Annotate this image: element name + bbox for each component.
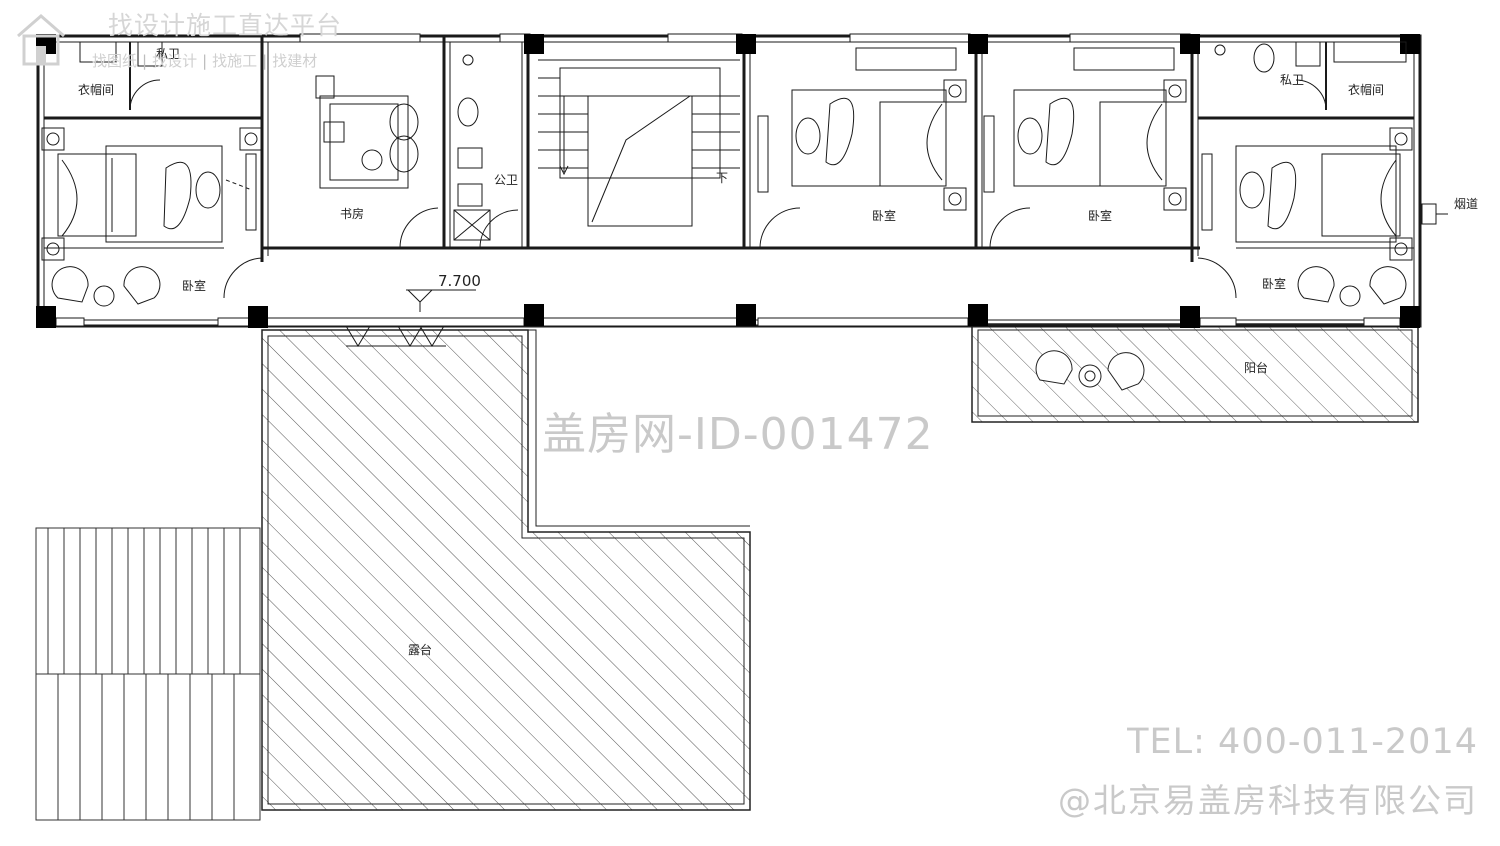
label-study: 书房 (340, 206, 364, 221)
company-watermark: @北京易盖房科技有限公司 (1058, 781, 1478, 820)
tag-materials: 找建材 (272, 52, 318, 70)
outdoor-deck (35, 527, 261, 821)
slogan-text: 找设计施工直达平台 (108, 11, 343, 40)
id-watermark: 盖房网-ID-001472 (542, 409, 934, 460)
staircase (538, 59, 740, 227)
tag-design: 找设计 (152, 52, 198, 70)
label-public-bath: 公卫 (494, 173, 518, 187)
tel-watermark: TEL: 400-011-2014 (1127, 722, 1478, 762)
tag-separator: | (202, 52, 208, 70)
label-bedroom-mid1: 卧室 (872, 208, 896, 223)
label-bedroom-mid2: 卧室 (1088, 208, 1112, 223)
tag-separator: | (142, 52, 148, 70)
windows (55, 33, 1401, 327)
label-closet-left: 衣帽间 (78, 82, 114, 97)
deck-boards (47, 528, 241, 820)
room-labels: 衣帽间 私卫 卧室 书房 公卫 下 卧室 卧室 私卫 衣帽间 卧室 烟道 阳台 … (78, 47, 1478, 657)
label-closet-right: 衣帽间 (1348, 82, 1384, 97)
house-logo-icon (17, 14, 65, 66)
label-stair-down: 下 (716, 171, 728, 185)
furniture (41, 41, 1448, 307)
label-chimney: 烟道 (1454, 197, 1478, 211)
doors (129, 79, 1327, 347)
label-terrace: 露台 (408, 642, 432, 657)
top-watermark: 找设计施工直达平台 找图纸|找设计|找施工|找建材 (8, 2, 408, 72)
tag-separator: | (262, 52, 268, 70)
service-tags: 找图纸|找设计|找施工|找建材 (88, 50, 321, 71)
terrace (261, 329, 751, 811)
stair-treads (538, 59, 740, 169)
building-walls (36, 34, 1422, 328)
elevation-label: 7.700 (438, 272, 481, 290)
balcony-chairs (1035, 350, 1145, 391)
label-bath-left: 私卫 (156, 47, 180, 61)
label-bath-right: 私卫 (1280, 73, 1304, 87)
columns (36, 34, 1420, 328)
label-balcony: 阳台 (1244, 360, 1268, 375)
label-bedroom-left: 卧室 (182, 278, 206, 293)
tag-construction: 找施工 (212, 52, 258, 70)
tag-drawings: 找图纸 (92, 52, 138, 70)
elevation-marker: 7.700 (406, 272, 481, 312)
label-bedroom-right: 卧室 (1262, 276, 1286, 291)
balcony (971, 323, 1419, 423)
